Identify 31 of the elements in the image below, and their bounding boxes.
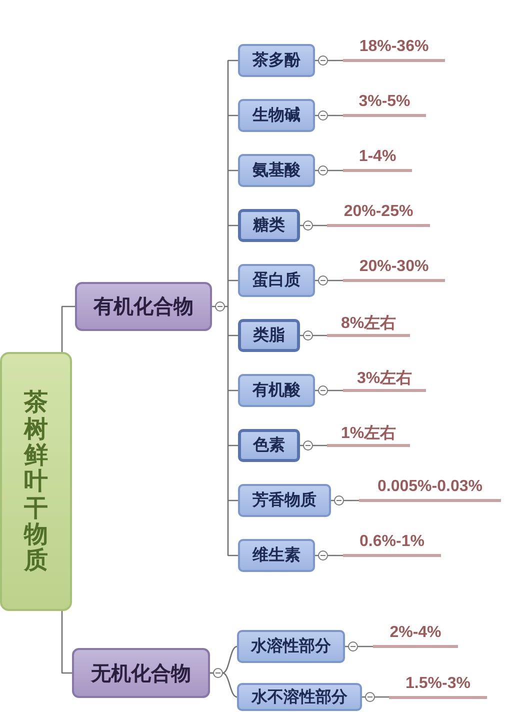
connector-line [61, 306, 75, 352]
subtopic-box: 色素 [238, 429, 300, 462]
subtopic-box: 茶多酚 [238, 44, 315, 77]
subtopic-box: 水不溶性部分 [237, 683, 362, 711]
connector-line [212, 60, 239, 556]
connector-line [61, 611, 72, 674]
value-label: 8%左右 [327, 313, 410, 337]
value-label: 1%左右 [327, 423, 410, 447]
value-label: 0.005%-0.03% [359, 478, 501, 502]
subtopic-box: 氨基酸 [238, 154, 315, 187]
subtopic-box: 有机酸 [238, 374, 315, 407]
value-label: 20%-25% [327, 203, 430, 227]
value-label: 2%-4% [373, 624, 458, 648]
subtopic-box: 水溶性部分 [237, 630, 345, 663]
subtopic-box: 生物碱 [238, 99, 315, 132]
value-label: 18%-36% [343, 38, 445, 62]
category-box: 无机化合物 [72, 648, 210, 698]
value-label: 0.6%-1% [343, 533, 441, 557]
value-label: 3%-5% [343, 93, 426, 117]
value-label: 1-4% [343, 148, 412, 172]
value-label: 1.5%-3% [389, 674, 487, 698]
value-label: 20%-30% [343, 258, 445, 282]
subtopic-box: 芳香物质 [238, 484, 331, 517]
subtopic-box: 类脂 [238, 319, 300, 352]
subtopic-box: 维生素 [238, 539, 315, 572]
connector-line [210, 672, 238, 698]
value-label: 3%左右 [343, 368, 426, 392]
subtopic-box: 蛋白质 [238, 264, 315, 297]
category-box: 有机化合物 [75, 282, 212, 331]
subtopic-box: 糖类 [238, 209, 300, 242]
root-topic-box: 茶树鲜叶干物质 [0, 352, 72, 611]
